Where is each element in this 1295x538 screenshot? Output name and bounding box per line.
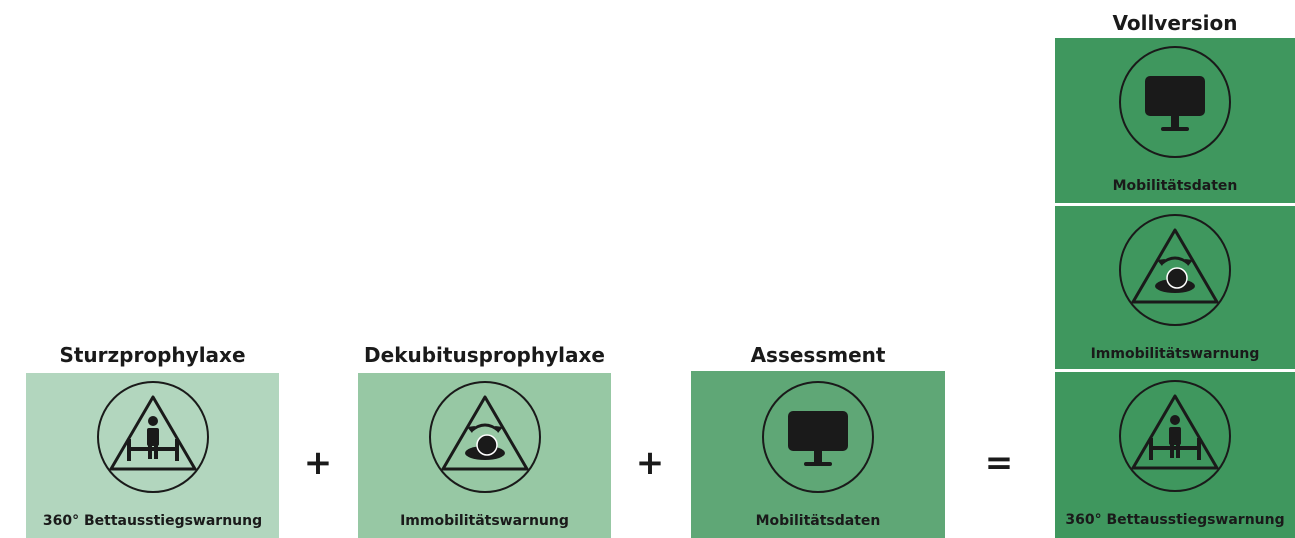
full-version-label: Mobilitätsdaten [1112,178,1238,194]
module-title-sturzprophylaxe: Sturzprophylaxe [59,343,246,367]
full-version-item-immobility: Immobilitätswarnung [1055,206,1295,369]
monitor-icon [762,381,874,493]
immobility-warning-icon [428,381,541,493]
bed-exit-warning-icon [1119,380,1231,492]
plus-operator-2: + [635,443,665,483]
module-box-assessment: Mobilitätsdaten [691,371,945,538]
module-label-bed-exit: 360° Bettausstiegswarnung [42,513,263,529]
module-label-mobility-data: Mobilitätsdaten [755,513,881,529]
plus-operator-1: + [303,443,333,483]
full-version-item-mobility-data: Mobilitätsdaten [1055,38,1295,203]
module-title-assessment: Assessment [750,343,886,367]
full-version-title: Vollversion [1112,11,1238,35]
module-title-dekubitusprophylaxe: Dekubitusprophylaxe [364,343,605,367]
monitor-icon [1119,46,1231,158]
module-box-dekubitusprophylaxe: Immobilitätswarnung [358,373,611,538]
full-version-label: Immobilitätswarnung [1090,346,1260,362]
immobility-warning-icon [1119,214,1231,326]
equals-operator: = [984,443,1014,483]
bed-exit-warning-icon [96,381,209,493]
module-box-sturzprophylaxe: 360° Bettausstiegswarnung [26,373,279,538]
full-version-label: 360° Bettausstiegswarnung [1065,512,1285,528]
module-label-immobility: Immobilitätswarnung [400,513,569,529]
full-version-item-bed-exit: 360° Bettausstiegswarnung [1055,372,1295,538]
